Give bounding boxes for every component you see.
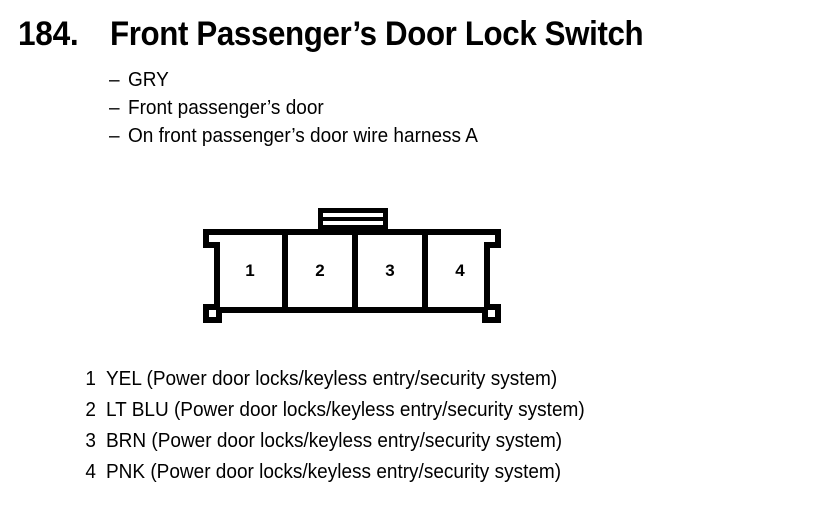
list-item: –GRY bbox=[109, 66, 698, 94]
cavity-dividers bbox=[282, 232, 428, 310]
connector-diagram: 1 2 3 4 bbox=[196, 200, 521, 325]
legend-pin-number: 1 bbox=[85, 368, 96, 390]
cavity-number-2: 2 bbox=[315, 261, 324, 280]
legend-pin-description: YEL (Power door locks/keyless entry/secu… bbox=[106, 368, 558, 390]
connector-body-outline bbox=[203, 229, 501, 323]
list-item-label: GRY bbox=[128, 69, 169, 91]
list-item: –On front passenger’s door wire harness … bbox=[109, 122, 698, 150]
legend-pin-number: 2 bbox=[85, 399, 96, 421]
list-item-label: On front passenger’s door wire harness A bbox=[128, 125, 478, 147]
connector-number: 184. bbox=[18, 15, 79, 53]
page-title: Front Passenger’s Door Lock Switch bbox=[110, 15, 644, 53]
page-header: 184. Front Passenger’s Door Lock Switch bbox=[0, 0, 832, 60]
list-item-label: Front passenger’s door bbox=[128, 97, 324, 119]
legend-pin-number: 3 bbox=[85, 430, 96, 452]
cavity-number-1: 1 bbox=[245, 261, 254, 280]
connector-attribute-list: –GRY –Front passenger’s door –On front p… bbox=[109, 66, 729, 150]
locking-tab bbox=[318, 208, 388, 230]
legend-pin-number: 4 bbox=[85, 461, 96, 483]
pin-legend: 1 YEL (Power door locks/keyless entry/se… bbox=[0, 364, 832, 488]
cavity-number-3: 3 bbox=[385, 261, 394, 280]
dash-icon: – bbox=[109, 125, 120, 147]
legend-row: 1 YEL (Power door locks/keyless entry/se… bbox=[0, 364, 832, 395]
dash-icon: – bbox=[109, 69, 120, 91]
dash-icon: – bbox=[109, 97, 120, 119]
connector-drawing: 1 2 3 4 bbox=[203, 208, 501, 323]
legend-pin-description: PNK (Power door locks/keyless entry/secu… bbox=[106, 461, 562, 483]
legend-row: 3 BRN (Power door locks/keyless entry/se… bbox=[0, 426, 832, 457]
locking-tab-slot bbox=[323, 213, 383, 217]
legend-row: 2 LT BLU (Power door locks/keyless entry… bbox=[0, 395, 832, 426]
legend-pin-description: BRN (Power door locks/keyless entry/secu… bbox=[106, 430, 563, 452]
cavity-number-4: 4 bbox=[455, 261, 465, 280]
locking-tab-slot bbox=[323, 221, 383, 225]
legend-pin-description: LT BLU (Power door locks/keyless entry/s… bbox=[106, 399, 585, 421]
list-item: –Front passenger’s door bbox=[109, 94, 698, 122]
legend-row: 4 PNK (Power door locks/keyless entry/se… bbox=[0, 457, 832, 488]
